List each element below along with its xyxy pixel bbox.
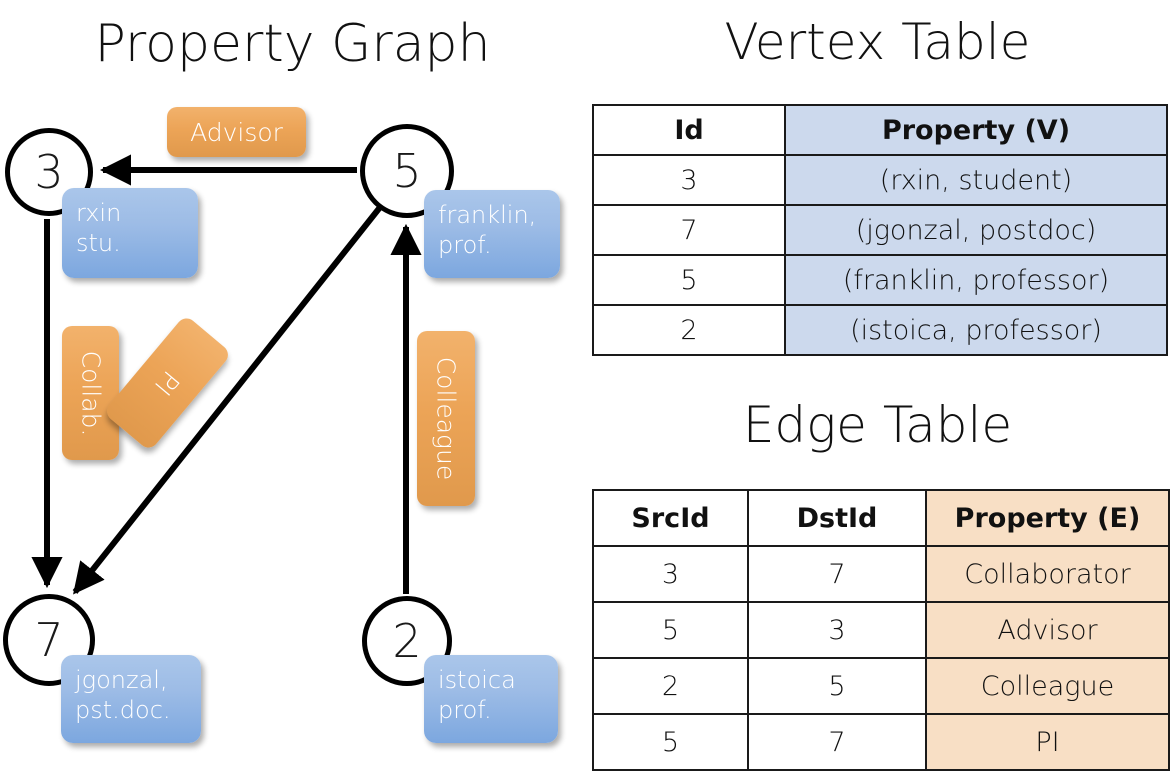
node-property-box-5: franklin, prof. xyxy=(424,190,560,278)
edge-cell-dst: 7 xyxy=(747,713,927,771)
edge-label-collab: Collab. xyxy=(62,326,119,460)
table-row: 5 3 Advisor xyxy=(592,601,1170,659)
graph-node-5[interactable]: 5 xyxy=(360,124,454,218)
edge-label-pi-text: PI xyxy=(149,365,186,401)
graph-node-2[interactable]: 2 xyxy=(362,596,452,686)
node-property-box-2: istoica prof. xyxy=(424,655,558,743)
edge-cell-dst: 5 xyxy=(747,657,927,715)
table-row: 3 7 Collaborator xyxy=(592,545,1170,603)
vertex-table: Id Property (V) 3 (rxin, student) 7 (jgo… xyxy=(592,104,1168,356)
node-property-box-7: jgonzal, pst.doc. xyxy=(61,655,201,743)
edge-table-header-dstid: DstId xyxy=(747,489,927,547)
graph-edges-layer xyxy=(31,154,422,595)
edge-cell-dst: 3 xyxy=(747,601,927,659)
graph-node-5-id: 5 xyxy=(392,144,422,198)
vertex-cell-property: (jgonzal, postdoc) xyxy=(784,204,1168,256)
vertex-cell-id: 5 xyxy=(592,254,786,306)
edge-label-advisor: Advisor xyxy=(167,107,306,157)
edge-table-header-srcid: SrcId xyxy=(592,489,749,547)
edge-table: SrcId DstId Property (E) 3 7 Collaborato… xyxy=(592,489,1170,771)
table-row: 5 7 PI xyxy=(592,713,1170,771)
edge-cell-src: 5 xyxy=(592,601,749,659)
edge-cell-property: PI xyxy=(925,713,1170,771)
edge-cell-src: 2 xyxy=(592,657,749,715)
property-graph-diagram: Collab. PI Colleague Advisor 3 5 7 2 rxi… xyxy=(0,0,585,760)
edge-cell-src: 3 xyxy=(592,545,749,603)
vertex-table-header-row: Id Property (V) xyxy=(592,104,1168,156)
edge-cell-property: Collaborator xyxy=(925,545,1170,603)
table-row: 3 (rxin, student) xyxy=(592,154,1168,206)
edge-label-colleague-text: Colleague xyxy=(431,356,461,481)
page-title-edge-table: Edge Table xyxy=(742,396,1013,454)
edge-table-header-property: Property (E) xyxy=(925,489,1170,547)
edge-label-colleague: Colleague xyxy=(417,331,475,506)
vertex-cell-property: (franklin, professor) xyxy=(784,254,1168,306)
vertex-cell-property: (rxin, student) xyxy=(784,154,1168,206)
page-title-property-graph: Property Graph xyxy=(94,14,491,74)
edge-cell-src: 5 xyxy=(592,713,749,771)
vertex-table-header-property: Property (V) xyxy=(784,104,1168,156)
table-row: 7 (jgonzal, postdoc) xyxy=(592,204,1168,256)
edge-label-advisor-text: Advisor xyxy=(190,117,283,147)
edge-label-collab-text: Collab. xyxy=(76,350,105,436)
graph-node-3-id: 3 xyxy=(34,145,64,199)
vertex-cell-id: 7 xyxy=(592,204,786,256)
edge-table-header-row: SrcId DstId Property (E) xyxy=(592,489,1170,547)
table-row: 2 (istoica, professor) xyxy=(592,304,1168,356)
edge-cell-dst: 7 xyxy=(747,545,927,603)
table-row: 2 5 Colleague xyxy=(592,657,1170,715)
graph-edge-5-to-7 xyxy=(72,204,384,595)
node-property-box-3: rxin stu. xyxy=(62,188,198,278)
vertex-cell-property: (istoica, professor) xyxy=(784,304,1168,356)
page-title-vertex-table: Vertex Table xyxy=(724,13,1031,71)
vertex-cell-id: 3 xyxy=(592,154,786,206)
graph-node-2-id: 2 xyxy=(392,614,422,668)
vertex-table-header-id: Id xyxy=(592,104,786,156)
edge-cell-property: Advisor xyxy=(925,601,1170,659)
edge-cell-property: Colleague xyxy=(925,657,1170,715)
vertex-cell-id: 2 xyxy=(592,304,786,356)
graph-node-7-id: 7 xyxy=(34,613,64,667)
table-row: 5 (franklin, professor) xyxy=(592,254,1168,306)
